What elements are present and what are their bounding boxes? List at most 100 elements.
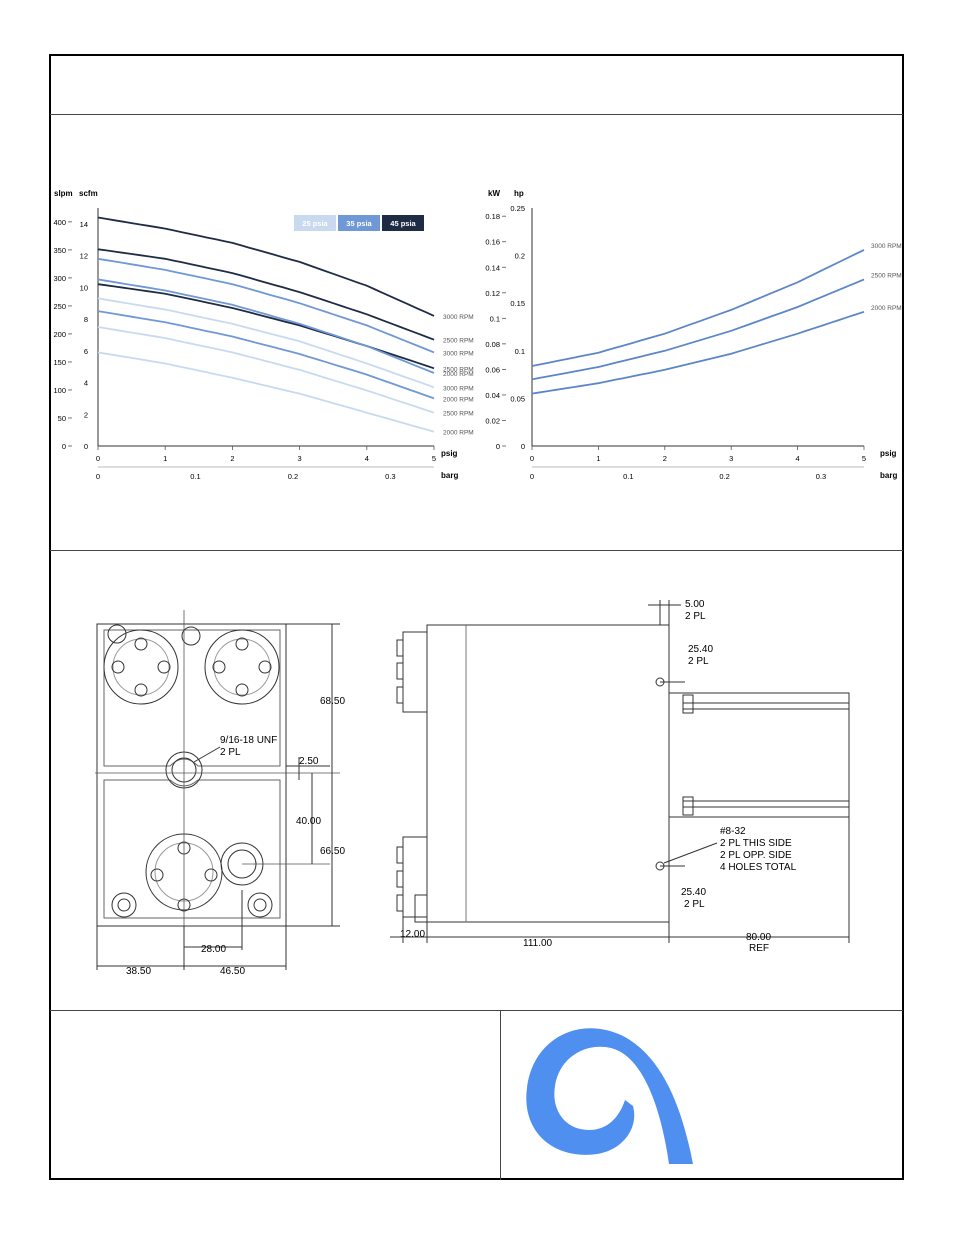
motor-body	[668, 692, 850, 818]
power-unit-kw: kW	[488, 189, 500, 198]
bolt-hole	[258, 660, 272, 674]
hp-tick-label: 0.15	[510, 299, 525, 308]
bolt-hole	[111, 660, 125, 674]
bolt-hole	[213, 638, 271, 696]
bolt-hole	[107, 624, 127, 644]
barg-tick-label: 0	[96, 472, 100, 481]
port-label-line2: 2 PL	[220, 747, 241, 758]
company-logo	[526, 1028, 693, 1164]
psig-tick-label: 0	[96, 454, 100, 463]
side-view-drawing: 5.00 2 PL 25.40 2 PL #8-32 2 PL THIS SID…	[390, 599, 850, 954]
power-curve-label: 2000 RPM	[871, 305, 902, 312]
legend-label-25: 25 psia	[302, 219, 328, 228]
flow-xlabel-barg: barg	[441, 471, 458, 480]
front-view-drawing: 9/16-18 UNF 2 PL 68.50 2.50 40.00 66.50 …	[95, 610, 345, 977]
dim-66-50: 66.50	[320, 846, 345, 857]
kw-tick-label: 0.04	[485, 391, 500, 400]
power-series-line	[531, 310, 865, 395]
bolt-hole	[150, 868, 164, 882]
barg-tick-label: 0.3	[816, 472, 826, 481]
legend-label-35: 35 psia	[346, 219, 372, 228]
bolt-hole	[181, 626, 201, 646]
psig-tick-label: 2	[230, 454, 234, 463]
upper-pocket	[103, 629, 281, 767]
hp-tick-label: 0.2	[515, 252, 525, 261]
power-xlabel-barg: barg	[880, 471, 897, 480]
slpm-tick-label: 400	[53, 218, 66, 227]
hp-tick-label: 0	[521, 442, 525, 451]
scfm-tick-label: 2	[84, 410, 88, 419]
flow-unit-scfm: scfm	[79, 189, 98, 198]
flow-series-line	[97, 216, 435, 317]
hole-label-3: 2 PL OPP. SIDE	[720, 850, 792, 861]
slpm-tick-label: 0	[62, 442, 66, 451]
power-series-line	[531, 249, 865, 367]
kw-tick-label: 0.1	[490, 314, 500, 323]
page-frame	[49, 54, 904, 1180]
flow-curve-label: 2500 RPM	[443, 411, 474, 418]
power-series-line	[531, 278, 865, 381]
barg-tick-label: 0.3	[385, 472, 395, 481]
slpm-tick-label: 250	[53, 302, 66, 311]
flow-series-line	[97, 326, 435, 414]
dim-12-00: 12.00	[400, 929, 425, 940]
hp-tick-label: 0.25	[510, 204, 525, 213]
power-xlabel-psig: psig	[880, 449, 897, 458]
kw-tick-label: 0.08	[485, 340, 500, 349]
dim-5-00: 5.00	[685, 599, 705, 610]
corner-screw	[111, 892, 137, 918]
footer-divider	[500, 1010, 501, 1180]
flow-series-line	[97, 297, 435, 389]
fitting	[402, 631, 428, 713]
fitting	[396, 686, 404, 704]
flow-series-line	[97, 248, 435, 341]
psig-tick-label: 1	[596, 454, 600, 463]
dim-38-50: 38.50	[126, 966, 151, 977]
legend-swatch-35	[338, 215, 380, 231]
flow-curve-label: 2000 RPM	[443, 396, 474, 403]
dim-28-00: 28.00	[201, 944, 226, 955]
power-chart: kW hp 0.180.160.140.120.10.080.060.040.0…	[485, 189, 902, 481]
power-hp-tick-labels: 0.250.20.150.10.050	[510, 204, 525, 451]
slpm-tick-label: 50	[58, 414, 66, 423]
flow-xlabel-psig: psig	[441, 449, 458, 458]
dim-40-00: 40.00	[296, 816, 321, 827]
fitting	[396, 846, 404, 864]
bolt-hole	[112, 638, 170, 696]
dim-5-00-note: 2 PL	[685, 611, 706, 622]
psig-tick-label: 2	[663, 454, 667, 463]
legend-label-45: 45 psia	[390, 219, 416, 228]
flow-curves	[97, 216, 435, 433]
hp-tick-label: 0.05	[510, 394, 525, 403]
dim-2-50: 2.50	[299, 756, 319, 767]
scfm-tick-label: 0	[84, 442, 88, 451]
scfm-tick-label: 10	[80, 283, 88, 292]
bolt-hole	[134, 683, 148, 697]
flow-series-line	[97, 283, 435, 370]
barg-tick-label: 0.1	[623, 472, 633, 481]
dim-25-40-top-note: 2 PL	[688, 656, 709, 667]
charts-divider	[50, 550, 903, 551]
dim-25-40-bottom-note: 2 PL	[684, 899, 705, 910]
flow-curve-label: 3000 RPM	[443, 385, 474, 392]
dim-111-00: 111.00	[523, 938, 553, 949]
barg-tick-label: 0.2	[719, 472, 729, 481]
kw-tick-label: 0.18	[485, 212, 500, 221]
motor-cap	[682, 796, 694, 816]
motor-cap	[682, 694, 694, 714]
scfm-tick-label: 6	[84, 347, 88, 356]
kw-tick-label: 0.16	[485, 238, 500, 247]
hole-label-4: 4 HOLES TOTAL	[720, 862, 797, 873]
dim-68-50: 68.50	[320, 696, 345, 707]
slpm-tick-label: 200	[53, 330, 66, 339]
psig-tick-label: 4	[365, 454, 369, 463]
power-kw-tick-labels: 0.180.160.140.120.10.080.060.040.020	[485, 212, 506, 451]
slpm-tick-label: 350	[53, 246, 66, 255]
scfm-tick-label: 12	[80, 252, 88, 261]
psig-tick-label: 5	[862, 454, 866, 463]
barg-tick-label: 0.2	[288, 472, 298, 481]
